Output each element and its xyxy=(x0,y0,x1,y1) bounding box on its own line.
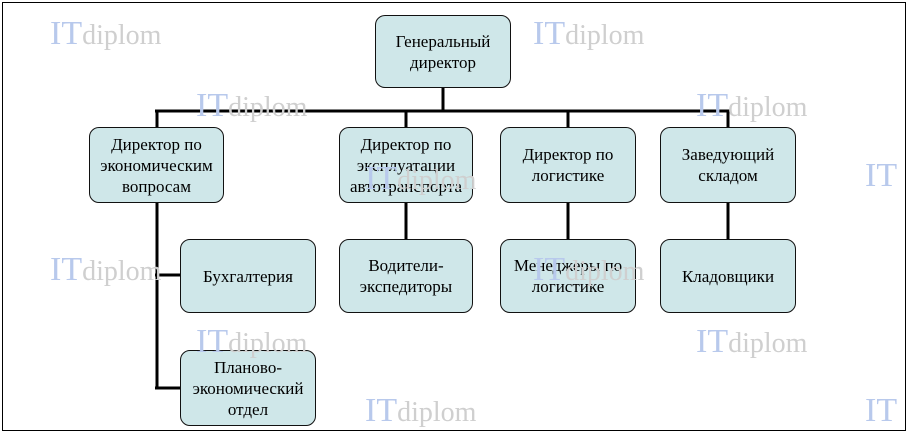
node-ceo: Генеральный директор xyxy=(375,15,511,88)
node-accounting: Бухгалтерия xyxy=(180,239,316,313)
node-logistics-director-label: Директор по логистике xyxy=(522,145,614,185)
node-planning-dept: Планово- экономический отдел xyxy=(180,350,316,426)
node-transport-director-label: Директор по эксплуатации автотранспорта xyxy=(349,134,462,196)
node-planning-dept-label: Планово- экономический отдел xyxy=(192,357,304,419)
node-drivers: Водители- экспедиторы xyxy=(339,239,473,313)
node-transport-director: Директор по эксплуатации автотранспорта xyxy=(339,127,473,203)
node-drivers-label: Водители- экспедиторы xyxy=(359,256,453,296)
node-warehouse-head-label: Заведующий складом xyxy=(681,145,775,185)
node-logistics-managers: Менеджеры по логистике xyxy=(500,239,636,313)
node-econ-director: Директор по экономическим вопросам xyxy=(89,127,224,203)
diagram-frame xyxy=(2,2,906,431)
node-warehouse-head: Заведующий складом xyxy=(660,127,796,203)
node-logistics-director: Директор по логистике xyxy=(500,127,636,203)
node-econ-director-label: Директор по экономическим вопросам xyxy=(100,134,213,196)
node-storekeepers-label: Кладовщики xyxy=(681,266,775,286)
node-logistics-managers-label: Менеджеры по логистике xyxy=(513,256,623,296)
node-ceo-label: Генеральный директор xyxy=(395,31,491,72)
node-accounting-label: Бухгалтерия xyxy=(203,266,293,286)
node-storekeepers: Кладовщики xyxy=(660,239,796,313)
